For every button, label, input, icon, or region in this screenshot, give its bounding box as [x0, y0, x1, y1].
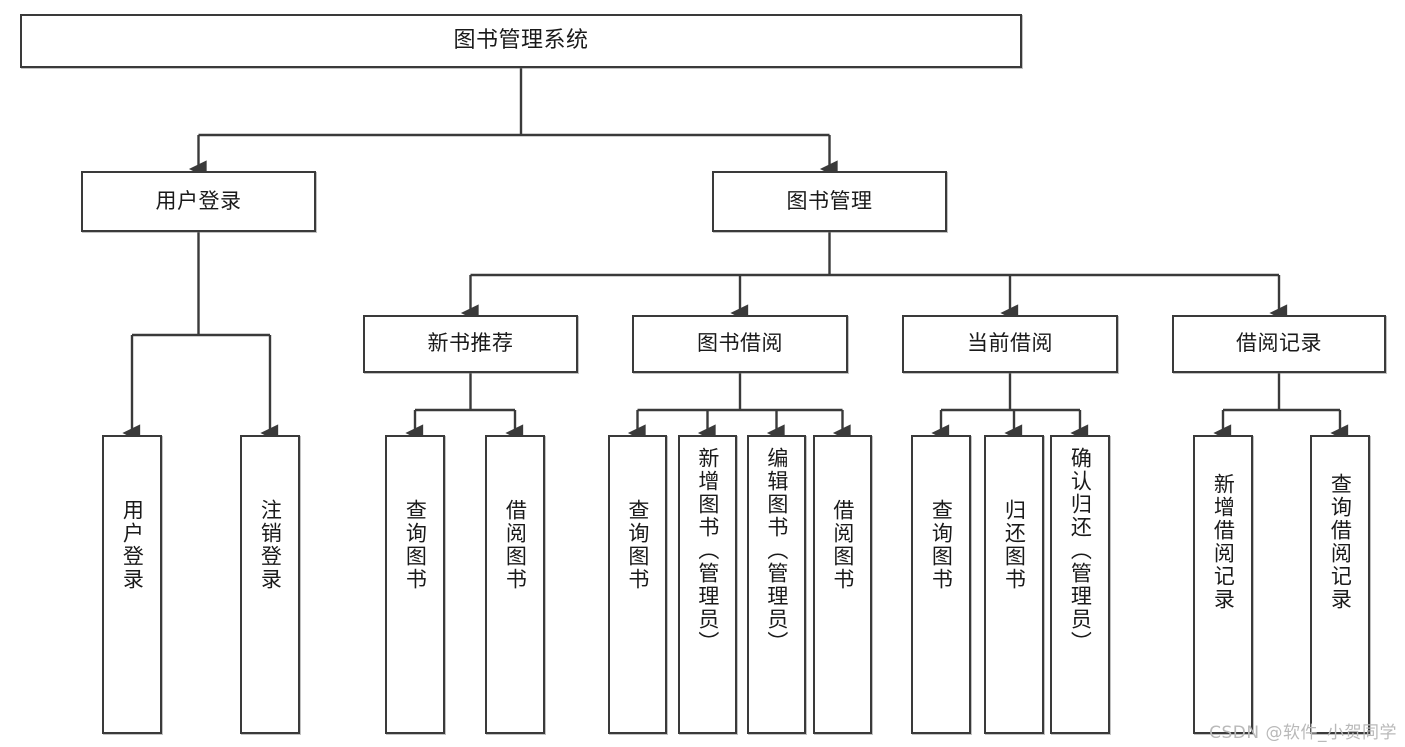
node-label: 借阅记录: [1236, 331, 1322, 356]
node-label: 归还图书: [1002, 499, 1027, 591]
node-leaf-nb-b[interactable]: 借阅图书: [485, 435, 545, 734]
node-newbook[interactable]: 新书推荐: [363, 315, 578, 373]
node-label: 图书借阅: [697, 331, 783, 356]
node-label: 图书管理: [786, 188, 873, 213]
node-leaf-cu-r[interactable]: 归还图书: [984, 435, 1044, 734]
node-label: 用户登录: [120, 499, 145, 591]
node-label: 查询图书: [403, 499, 428, 591]
node-leaf-bo-br[interactable]: 借阅图书: [813, 435, 872, 734]
node-label: 查询借阅记录: [1328, 473, 1353, 611]
node-label: 新增图书（管理员）: [695, 447, 720, 654]
node-leaf-login[interactable]: 用户登录: [102, 435, 162, 734]
node-label: 查询图书: [625, 499, 650, 591]
node-leaf-bo-ed[interactable]: 编辑图书（管理员）: [747, 435, 806, 734]
node-leaf-bo-q[interactable]: 查询图书: [608, 435, 667, 734]
node-label: 新书推荐: [427, 331, 514, 356]
node-leaf-nb-q[interactable]: 查询图书: [385, 435, 445, 734]
node-label: 借阅图书: [503, 499, 528, 591]
node-label: 编辑图书（管理员）: [764, 447, 789, 654]
node-leaf-logout[interactable]: 注销登录: [240, 435, 300, 734]
node-leaf-cu-q[interactable]: 查询图书: [911, 435, 971, 734]
node-label: 当前借阅: [967, 331, 1053, 356]
node-label: 注销登录: [258, 499, 283, 591]
node-bookmgmt[interactable]: 图书管理: [712, 171, 947, 232]
node-leaf-cu-c[interactable]: 确认归还（管理员）: [1050, 435, 1110, 734]
node-label: 图书管理系统: [453, 27, 589, 53]
node-login[interactable]: 用户登录: [81, 171, 316, 232]
node-records[interactable]: 借阅记录: [1172, 315, 1386, 373]
node-label: 借阅图书: [830, 499, 855, 591]
node-leaf-re-add[interactable]: 新增借阅记录: [1193, 435, 1253, 734]
node-label: 新增借阅记录: [1211, 473, 1236, 611]
node-label: 用户登录: [155, 188, 242, 213]
node-borrow[interactable]: 图书借阅: [632, 315, 848, 373]
node-root[interactable]: 图书管理系统: [20, 14, 1022, 68]
node-leaf-re-q[interactable]: 查询借阅记录: [1310, 435, 1370, 734]
node-label: 确认归还（管理员）: [1068, 447, 1093, 654]
node-current[interactable]: 当前借阅: [902, 315, 1118, 373]
node-leaf-bo-add[interactable]: 新增图书（管理员）: [678, 435, 737, 734]
node-label: 查询图书: [929, 499, 954, 591]
